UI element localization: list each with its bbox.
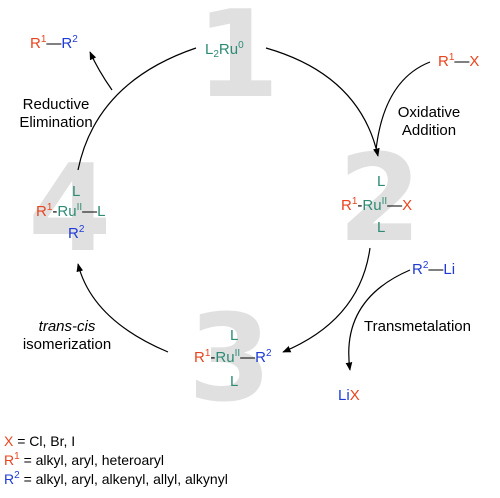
catalyst-species: L2Ru0 bbox=[205, 40, 244, 61]
product-species: R1—R2 bbox=[30, 34, 78, 52]
step-number-3: 3 bbox=[188, 290, 272, 429]
complex-2: L R1-RuII—X L bbox=[341, 173, 413, 236]
arc-substrate-in bbox=[375, 61, 431, 151]
arc-transmetalation bbox=[345, 269, 411, 371]
arc-2-to-3 bbox=[282, 247, 371, 353]
legend-row-x: X = Cl, Br, I bbox=[4, 433, 76, 449]
step-number-1: 1 bbox=[196, 0, 280, 125]
legend-row-r1: R1 = alkyl, aryl, heteroaryl bbox=[4, 451, 165, 469]
transmetalation-label: Transmetalation bbox=[364, 318, 471, 335]
substrate-species: R1—X bbox=[438, 52, 480, 70]
arc-1-to-2 bbox=[265, 47, 380, 157]
oxidative-addition-label: Oxidative Addition bbox=[397, 104, 461, 139]
reductive-elimination-label: Reductive Elimination bbox=[19, 96, 93, 131]
complex-3: L R1-RuII—R2 L bbox=[194, 327, 272, 390]
isomerization-label: trans-cis isomerization bbox=[22, 318, 112, 353]
arc-3-to-4 bbox=[76, 263, 169, 353]
arc-product-branch bbox=[89, 51, 113, 91]
organolithium-species: R2—Li bbox=[412, 260, 456, 278]
byproduct-species: LiX bbox=[338, 387, 360, 404]
step-number-4: 4 bbox=[28, 140, 112, 279]
legend: X = Cl, Br, I R1 = alkyl, aryl, heteroar… bbox=[4, 432, 228, 489]
legend-row-r2: R2 = alkyl, aryl, alkenyl, allyl, alkyny… bbox=[4, 470, 228, 488]
step-number-2: 2 bbox=[338, 130, 422, 269]
arc-4-to-1 bbox=[77, 47, 197, 171]
complex-4: L R1-RuII—L R2 bbox=[36, 183, 106, 242]
